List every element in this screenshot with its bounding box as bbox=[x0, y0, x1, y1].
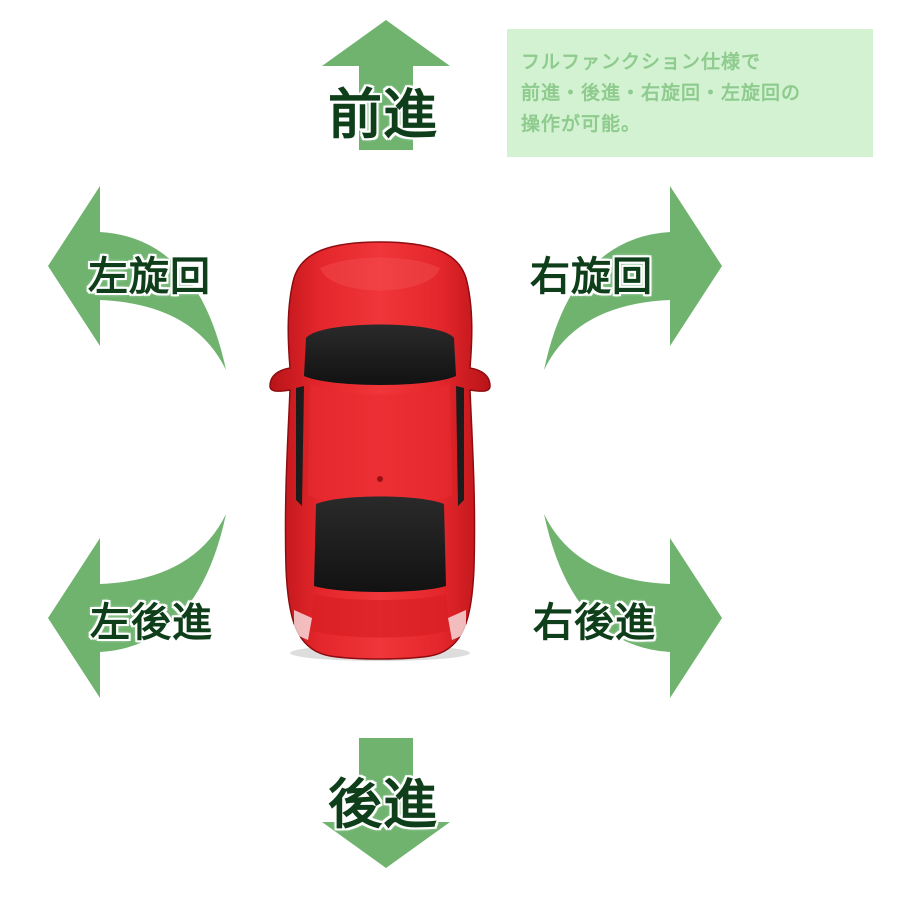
forward-label: 前進 bbox=[328, 83, 438, 146]
left-turn-arrow-icon bbox=[48, 186, 226, 370]
left-back-label: 左後進 bbox=[90, 600, 213, 646]
right-turn-label: 右旋回 bbox=[530, 254, 653, 300]
right-turn-arrow-icon bbox=[544, 186, 722, 370]
right-back-label: 右後進 bbox=[533, 600, 656, 646]
feature-info-box: フルファンクション仕様で 前進・後進・右旋回・左旋回の 操作が可能。 bbox=[507, 29, 873, 157]
left-turn-label: 左旋回 bbox=[88, 254, 211, 300]
backward-label: 後進 bbox=[328, 773, 438, 836]
backward-arrow-icon bbox=[322, 738, 450, 868]
info-line-3: 操作が可能。 bbox=[521, 113, 642, 135]
info-line-2: 前進・後進・右旋回・左旋回の bbox=[521, 82, 802, 104]
info-line-1: フルファンクション仕様で bbox=[521, 51, 762, 73]
red-car-top-view-icon bbox=[269, 241, 491, 661]
forward-arrow-icon bbox=[322, 20, 450, 150]
left-back-arrow-icon bbox=[48, 514, 226, 698]
right-back-arrow-icon bbox=[544, 514, 722, 698]
